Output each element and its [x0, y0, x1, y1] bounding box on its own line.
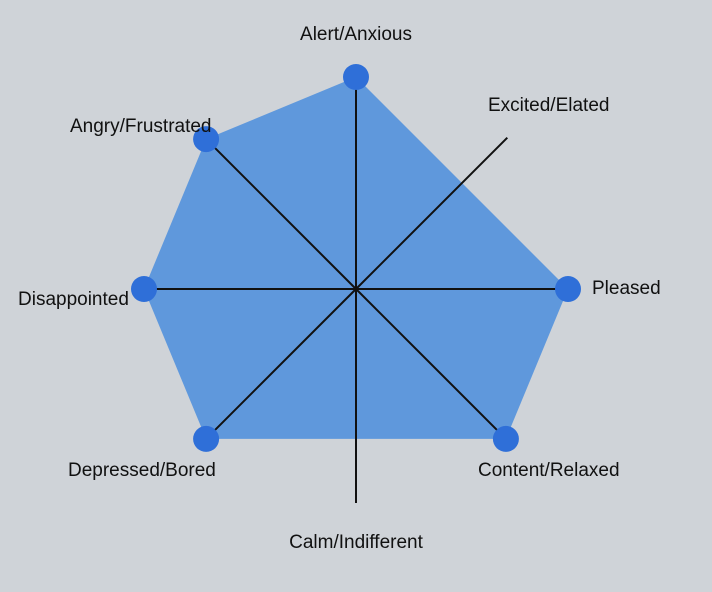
axis-label-3: Content/Relaxed — [478, 460, 620, 481]
axis-label-4: Calm/Indifferent — [289, 532, 423, 553]
data-point-6 — [131, 276, 157, 302]
axis-line-1 — [355, 136, 509, 290]
axis-line-7 — [203, 136, 357, 290]
axis-label-5: Depressed/Bored — [68, 460, 216, 481]
data-point-2 — [555, 276, 581, 302]
data-point-0 — [343, 64, 369, 90]
axis-line-3 — [355, 288, 509, 442]
axis-label-1: Excited/Elated — [488, 95, 610, 116]
data-point-5 — [193, 425, 220, 452]
axis-label-2: Pleased — [592, 278, 661, 299]
axis-label-0: Alert/Anxious — [300, 24, 412, 45]
axis-line-5 — [203, 288, 357, 442]
axis-label-6: Disappointed — [18, 289, 129, 310]
data-point-7 — [193, 126, 220, 153]
axis-label-7: Angry/Frustrated — [70, 116, 212, 137]
data-point-3 — [492, 425, 519, 452]
